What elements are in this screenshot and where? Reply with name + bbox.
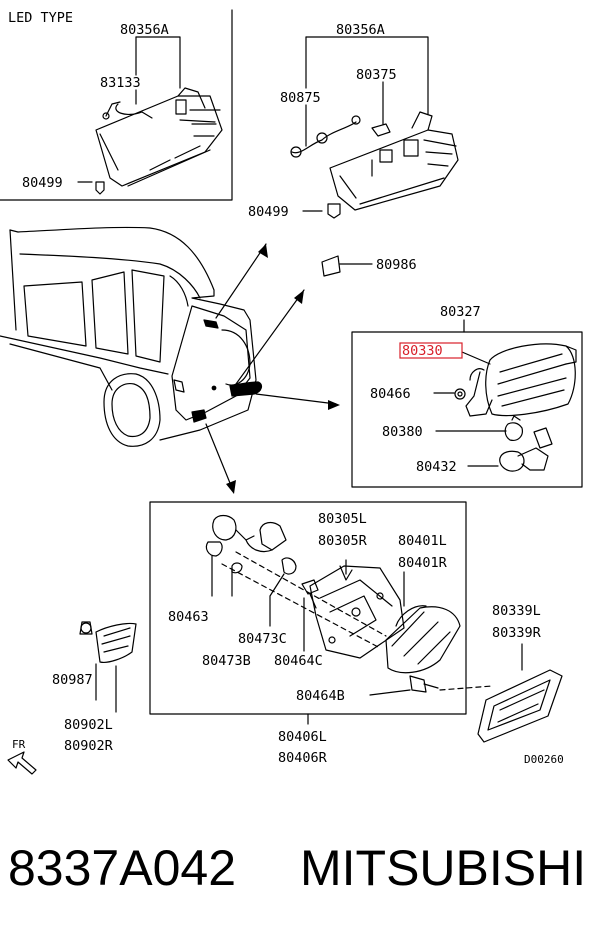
vehicle-outline [0, 226, 263, 447]
label-80987: 80987 [52, 672, 93, 688]
combination-lamp-lens [385, 605, 461, 674]
section-title-led-type: LED TYPE [8, 10, 73, 26]
box-80327 [351, 331, 583, 488]
label-80432: 80432 [416, 459, 457, 475]
combination-lamp-housing [309, 565, 405, 659]
alignment-lines [221, 551, 493, 691]
pad-80986 [321, 255, 341, 277]
label-80463: 80463 [168, 609, 209, 625]
screw-80464c [301, 579, 319, 609]
label-80499-1: 80499 [22, 175, 63, 191]
label-80406l: 80406L [278, 729, 327, 745]
label-80375: 80375 [356, 67, 397, 83]
label-83133: 83133 [100, 75, 141, 91]
label-80356a-2: 80356A [336, 22, 385, 38]
reflector-80987 [79, 621, 137, 663]
label-80305l: 80305L [318, 511, 367, 527]
label-80466: 80466 [370, 386, 411, 402]
highlight-box-80330 [399, 342, 463, 359]
socket-80432 [499, 427, 553, 472]
label-fr: FR [12, 738, 26, 751]
label-80380: 80380 [382, 424, 423, 440]
bolt-80464b [409, 675, 439, 693]
label-80401l: 80401L [398, 533, 447, 549]
garnish-frame-80339 [477, 669, 563, 743]
label-80902l: 80902L [64, 717, 113, 733]
led-lamp-large [290, 111, 459, 219]
led-type-border [0, 9, 233, 201]
bulb-80473b [231, 562, 243, 574]
reflector-lamp-80330 [454, 343, 577, 417]
label-80902r: 80902R [64, 738, 114, 754]
label-80464c: 80464C [274, 653, 323, 669]
pointer-arrows [205, 243, 337, 489]
socket-80463 [205, 514, 287, 557]
label-80986: 80986 [376, 257, 417, 273]
front-arrow-icon [7, 751, 37, 775]
footer-brand: MITSUBISHI [300, 840, 586, 896]
label-80473c: 80473C [238, 631, 287, 647]
bulb-80473c [281, 557, 297, 575]
footer-part-number: 8337A042 [8, 840, 236, 896]
label-80499-2: 80499 [248, 204, 289, 220]
label-80330: 80330 [402, 343, 443, 359]
label-80339r: 80339R [492, 625, 542, 641]
label-80339l: 80339L [492, 603, 541, 619]
diagram-code: D00260 [524, 753, 564, 766]
led-lamp-small [95, 87, 223, 195]
label-80406r: 80406R [278, 750, 328, 766]
label-80327: 80327 [440, 304, 481, 320]
label-80356a-1: 80356A [120, 22, 169, 38]
bulb-80380 [504, 415, 523, 441]
label-80464b: 80464B [296, 688, 345, 704]
label-80401r: 80401R [398, 555, 448, 571]
label-80473b: 80473B [202, 653, 251, 669]
label-80305r: 80305R [318, 533, 368, 549]
label-80875: 80875 [280, 90, 321, 106]
